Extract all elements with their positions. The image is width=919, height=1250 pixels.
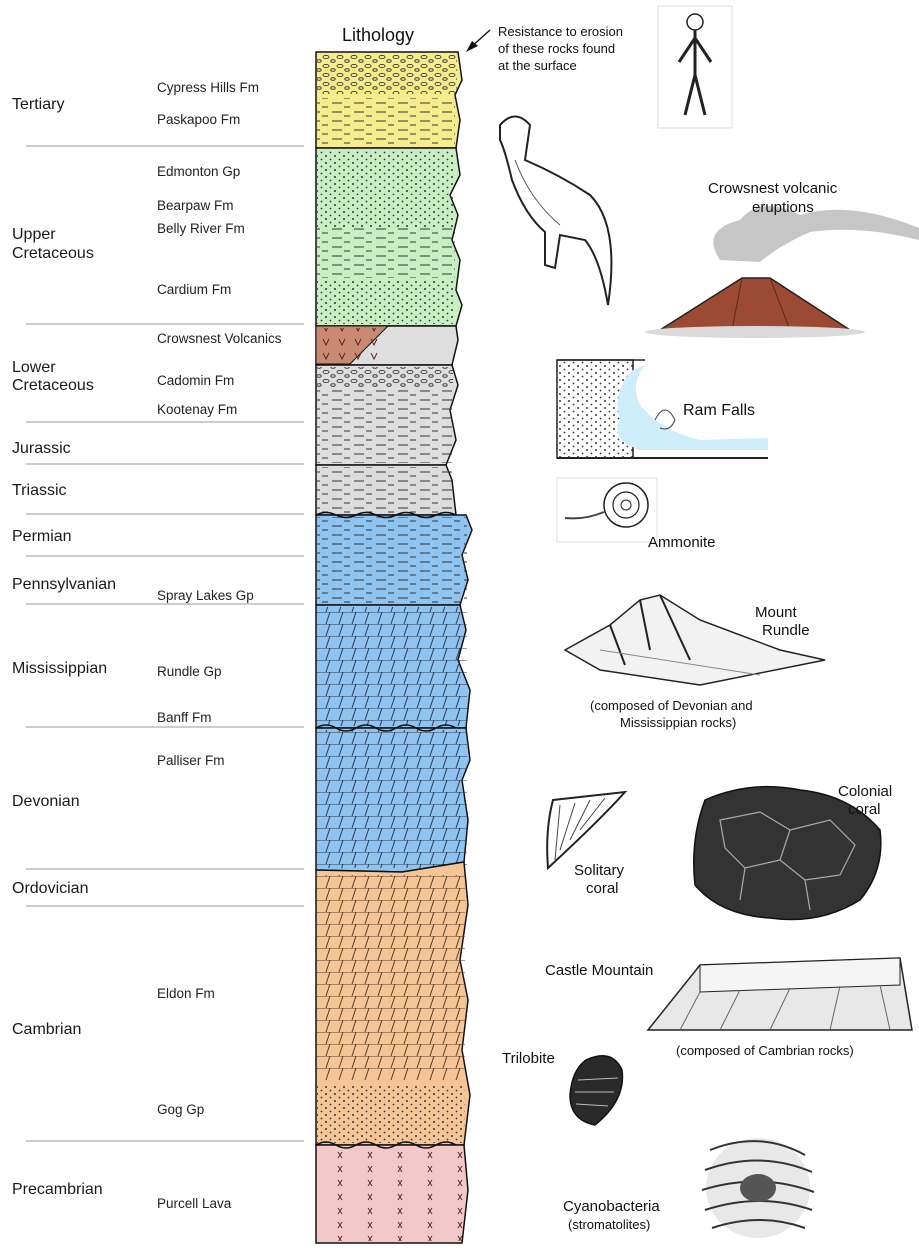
period-precambrian: Precambrian	[12, 1180, 103, 1199]
solitary-coral-label: Solitary	[574, 862, 624, 880]
formation-label: Cadomin Fm	[157, 373, 234, 389]
ram-falls-label: Ram Falls	[683, 402, 755, 420]
lithology-column	[316, 52, 472, 1243]
formation-label: Cypress Hills Fm	[157, 80, 259, 96]
solitary-coral-icon	[547, 792, 625, 868]
formation-label: Rundle Gp	[157, 664, 222, 680]
formation-label: Eldon Fm	[157, 986, 215, 1002]
formation-label: Bearpaw Fm	[157, 198, 234, 214]
period-upper-cretaceous-2: Cretaceous	[12, 244, 94, 263]
period-jurassic: Jurassic	[12, 439, 71, 458]
period-pennsylvanian: Pennsylvanian	[12, 575, 116, 594]
formation-label: Banff Fm	[157, 710, 212, 726]
period-triassic: Triassic	[12, 481, 67, 500]
cyanobacteria-note: (stromatolites)	[568, 1217, 650, 1233]
formation-label: Gog Gp	[157, 1102, 204, 1118]
period-devonian: Devonian	[12, 792, 80, 811]
mount-rundle-label: Mount	[755, 604, 797, 622]
trilobite-icon	[570, 1056, 622, 1125]
mount-rundle-note-2: Mississippian rocks)	[620, 715, 736, 731]
ammonite-label: Ammonite	[648, 534, 716, 552]
human-figure-icon	[658, 6, 732, 128]
formation-label: Crowsnest Volcanics	[157, 331, 282, 347]
column-title: Lithology	[342, 26, 414, 44]
period-ordovician: Ordovician	[12, 879, 88, 898]
period-lower-cretaceous-2: Cretaceous	[12, 376, 94, 395]
ammonite-icon	[557, 478, 657, 542]
formation-label: Spray Lakes Gp	[157, 588, 254, 604]
castle-mountain-label: Castle Mountain	[545, 962, 653, 980]
solitary-coral-label-2: coral	[586, 880, 619, 898]
volcano-icon	[645, 206, 919, 338]
trilobite-label: Trilobite	[502, 1050, 555, 1068]
formation-label: Paskapoo Fm	[157, 112, 240, 128]
formation-label: Purcell Lava	[157, 1196, 231, 1212]
period-upper-cretaceous: Upper	[12, 225, 56, 244]
period-tertiary: Tertiary	[12, 95, 64, 114]
dinosaur-icon	[500, 117, 611, 306]
resistance-note-line: of these rocks found	[498, 41, 615, 57]
period-cambrian: Cambrian	[12, 1020, 81, 1039]
crowsnest-label: Crowsnest volcanic	[708, 180, 837, 198]
period-lower-cretaceous: Lower	[12, 358, 56, 377]
period-permian: Permian	[12, 527, 72, 546]
castle-mountain-note: (composed of Cambrian rocks)	[676, 1043, 854, 1059]
resistance-note-line: at the surface	[498, 58, 577, 74]
mount-rundle-label-2: Rundle	[762, 622, 810, 640]
formation-label: Edmonton Gp	[157, 164, 240, 180]
formation-label: Palliser Fm	[157, 753, 225, 769]
colonial-coral-label-2: coral	[848, 801, 881, 819]
colonial-coral-label: Colonial	[838, 783, 892, 801]
formation-label: Cardium Fm	[157, 282, 231, 298]
period-mississippian: Mississippian	[12, 659, 107, 678]
crowsnest-label-2: eruptions	[752, 199, 814, 217]
formation-label: Belly River Fm	[157, 221, 245, 237]
castle-mountain-icon	[648, 958, 912, 1030]
resistance-note-line: Resistance to erosion	[498, 24, 623, 40]
stromatolite-icon	[702, 1138, 814, 1238]
cyanobacteria-label: Cyanobacteria	[563, 1198, 660, 1216]
mount-rundle-note: (composed of Devonian and	[590, 698, 753, 714]
formation-label: Kootenay Fm	[157, 402, 237, 418]
